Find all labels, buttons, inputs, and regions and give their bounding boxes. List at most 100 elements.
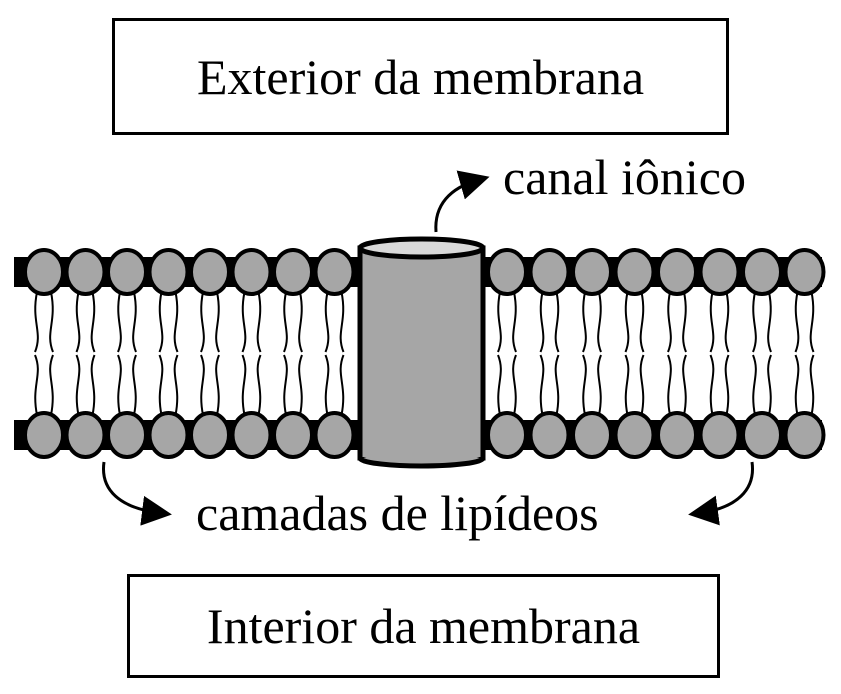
lipid-layers-label: camadas de lipídeos (196, 485, 599, 541)
lipid-tail (324, 291, 330, 353)
lipid-head (741, 248, 783, 296)
lipid-tail (200, 291, 205, 353)
lipid-tail (667, 291, 672, 353)
lipid-tail (624, 291, 630, 353)
lipid-tail (512, 291, 517, 353)
lipid-tail (298, 354, 303, 416)
lipid-tail (215, 291, 220, 353)
lipid-head (656, 411, 698, 459)
lipid-head (189, 411, 231, 459)
ion-channel-label: canal iônico (503, 149, 746, 205)
exterior-label: Exterior da membrana (196, 48, 645, 105)
lipid-tail (283, 354, 288, 416)
lipid-tail (582, 354, 587, 416)
lipid-tail (497, 354, 502, 416)
lipid-tail (597, 354, 602, 416)
lipid-tail (709, 291, 715, 353)
lipid-arrow-right (688, 461, 754, 526)
channel-arrow (434, 170, 490, 233)
lipid-head (106, 411, 148, 459)
lipid-tail (49, 354, 54, 416)
lipid-tail (34, 291, 39, 353)
lipid-tail (117, 291, 122, 353)
lipid-head (613, 248, 656, 296)
lipid-tail (597, 291, 602, 353)
lipid-tail (539, 354, 545, 416)
exterior-label-box: Exterior da membrana (112, 18, 729, 135)
lipid-heads (23, 248, 826, 459)
lipid-tail (90, 354, 96, 416)
lipid-tail (682, 291, 687, 353)
lipid-tail (75, 291, 81, 353)
lipid-head (571, 248, 613, 296)
lipid-head (230, 248, 273, 296)
lipid-tail (34, 354, 39, 416)
lipid-tail (554, 291, 560, 353)
lipid-tail (667, 354, 672, 416)
lipid-tail (724, 291, 730, 353)
lipid-tail (158, 354, 164, 416)
lipid-head (486, 411, 528, 459)
lipid-tail (75, 354, 81, 416)
lipid-tail (173, 291, 179, 353)
lipid-head (783, 411, 826, 459)
lipid-tail (200, 354, 205, 416)
lipid-tail (639, 291, 645, 353)
lipid-head (313, 411, 356, 459)
lipid-tail (752, 354, 757, 416)
lipid-tail (173, 354, 179, 416)
lipid-tail (90, 291, 96, 353)
lipid-head (147, 411, 190, 459)
ion-channel (357, 236, 486, 469)
lipid-tail (49, 291, 54, 353)
lipid-tail (512, 354, 517, 416)
lipid-tail (339, 354, 345, 416)
lipid-tail (682, 354, 687, 416)
lipid-head (147, 248, 190, 296)
lipid-tail (624, 354, 630, 416)
lipid-arrow-left (102, 461, 172, 526)
lipid-tail (283, 291, 288, 353)
lipid-head (189, 248, 231, 296)
lipid-head (64, 248, 107, 296)
lipid-head (272, 248, 314, 296)
lipid-tail (497, 291, 502, 353)
lipid-head (106, 248, 148, 296)
lipid-tail (298, 291, 303, 353)
lipid-tail (117, 354, 122, 416)
lipid-tail (767, 291, 772, 353)
lipid-tail (339, 291, 345, 353)
channel-top (357, 236, 486, 260)
lipid-tails (34, 291, 815, 416)
lipid-head (64, 411, 107, 459)
lipid-head (613, 411, 656, 459)
lipid-head (313, 248, 356, 296)
lipid-tail (554, 354, 560, 416)
lipid-head (528, 248, 571, 296)
lipid-tail (256, 354, 262, 416)
lipid-tail (324, 354, 330, 416)
lipid-tail (639, 354, 645, 416)
lipid-tail (709, 354, 715, 416)
lipid-head (571, 411, 613, 459)
lipid-head (486, 248, 528, 296)
lipid-tail (241, 354, 247, 416)
lipid-head (23, 248, 65, 296)
lipid-tail (241, 291, 247, 353)
interior-label: Interior da membrana (206, 598, 641, 654)
lipid-tail (794, 354, 800, 416)
lipid-head (741, 411, 783, 459)
lipid-head (23, 411, 65, 459)
lipid-head (528, 411, 571, 459)
lipid-head (230, 411, 273, 459)
interior-label-box: Interior da membrana (127, 574, 720, 678)
lipid-head (698, 248, 741, 296)
lipid-tail (582, 291, 587, 353)
lipid-tail (256, 291, 262, 353)
lipid-head (656, 248, 698, 296)
lipid-head (783, 248, 826, 296)
lipid-tail (724, 354, 730, 416)
lipid-tail (215, 354, 220, 416)
